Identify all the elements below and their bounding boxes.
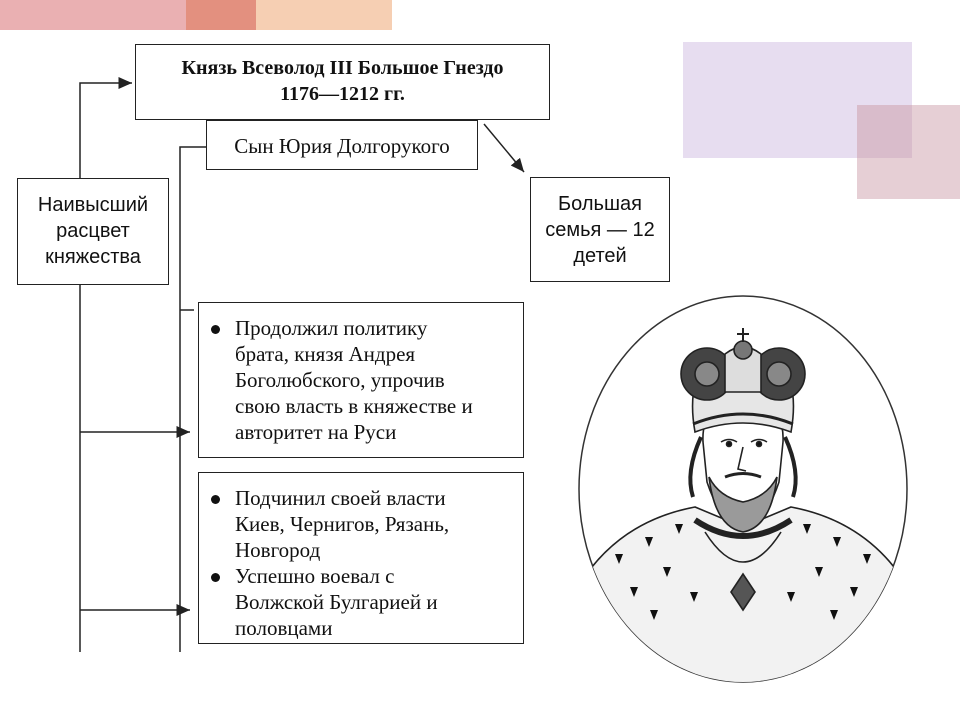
heyday-box: Наивысший расцвет княжества [17, 178, 169, 285]
list-line: Боголюбского, упрочив [235, 368, 445, 392]
deco-square-overlap [857, 105, 912, 158]
heyday-line: расцвет [56, 220, 130, 242]
family-line: детей [573, 245, 627, 267]
family-line: семья — 12 [545, 219, 655, 241]
deco-bar-peach [256, 0, 392, 30]
list-line: брата, князя Андрея [235, 342, 416, 366]
title-box: Князь Всеволод III Большое Гнездо 1176—1… [135, 44, 550, 120]
family-line: Большая [558, 193, 642, 215]
deco-bar-pink [0, 0, 186, 30]
prince-portrait [575, 292, 911, 686]
family-box: Большая семья — 12 детей [530, 177, 670, 282]
title-years: 1176—1212 гг. [280, 83, 405, 105]
list-line: свою власть в княжестве и [235, 394, 473, 418]
list-line: Киев, Чернигов, Рязань, [235, 512, 450, 536]
title-name: Князь Всеволод III Большое Гнездо [181, 57, 504, 79]
portrait-drawing [578, 295, 908, 683]
policy-box: Продолжил политику брата, князя Андрея Б… [198, 302, 524, 458]
parent-label: Сын Юрия Долгорукого [234, 134, 450, 158]
list-line: Волжской Булгарией и [235, 590, 438, 614]
list-line: Продолжил политику [235, 316, 428, 340]
list-line: авторитет на Руси [235, 420, 397, 444]
list-line: половцами [235, 616, 333, 640]
conquests-box: Подчинил своей власти Киев, Чернигов, Ря… [198, 472, 524, 644]
parent-box: Сын Юрия Долгорукого [206, 120, 478, 170]
list-line: Новгород [235, 538, 321, 562]
list-item: Продолжил политику брата, князя Андрея Б… [211, 315, 513, 445]
list-item: Успешно воевал с Волжской Булгарией и по… [211, 563, 513, 641]
heyday-line: Наивысший [37, 194, 149, 216]
list-line: Подчинил своей власти [235, 486, 446, 510]
deco-bar-coral [186, 0, 256, 30]
list-item: Подчинил своей власти Киев, Чернигов, Ря… [211, 485, 513, 563]
list-line: Успешно воевал с [235, 564, 395, 588]
heyday-line: княжества [45, 246, 141, 268]
